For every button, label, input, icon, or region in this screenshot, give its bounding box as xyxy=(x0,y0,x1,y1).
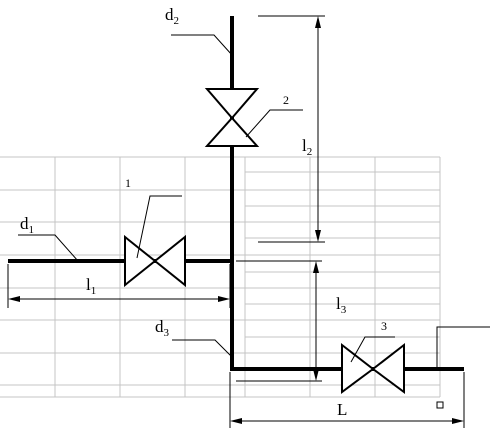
leader-d2 xyxy=(171,34,233,56)
valve-2 xyxy=(204,88,260,147)
leader-valve-2 xyxy=(245,109,303,138)
label-valve-2: 2 xyxy=(283,93,289,107)
dimension-l3 xyxy=(236,260,322,382)
dimension-l1 xyxy=(7,264,231,308)
leader-valve-3 xyxy=(350,336,395,363)
label-valve-3: 3 xyxy=(381,319,387,333)
leader-d3 xyxy=(172,339,233,358)
small-square-marker xyxy=(436,401,444,409)
label-l2: l2 xyxy=(302,136,312,158)
leader-valve-1 xyxy=(136,195,182,259)
label-valve-1: 1 xyxy=(125,176,131,190)
leader-d1 xyxy=(18,234,79,262)
label-d1: d1 xyxy=(20,214,34,236)
label-L: L xyxy=(337,400,347,419)
background-grid xyxy=(0,156,441,398)
valve-1 xyxy=(124,234,186,288)
dimension-L xyxy=(229,372,465,428)
dimension-l2 xyxy=(258,15,325,243)
label-l1: l1 xyxy=(86,275,96,297)
label-d2: d2 xyxy=(165,5,179,27)
valve-3 xyxy=(341,342,405,394)
label-l3: l3 xyxy=(336,294,347,316)
leader-right-end xyxy=(436,326,490,367)
label-d3: d3 xyxy=(155,317,170,339)
